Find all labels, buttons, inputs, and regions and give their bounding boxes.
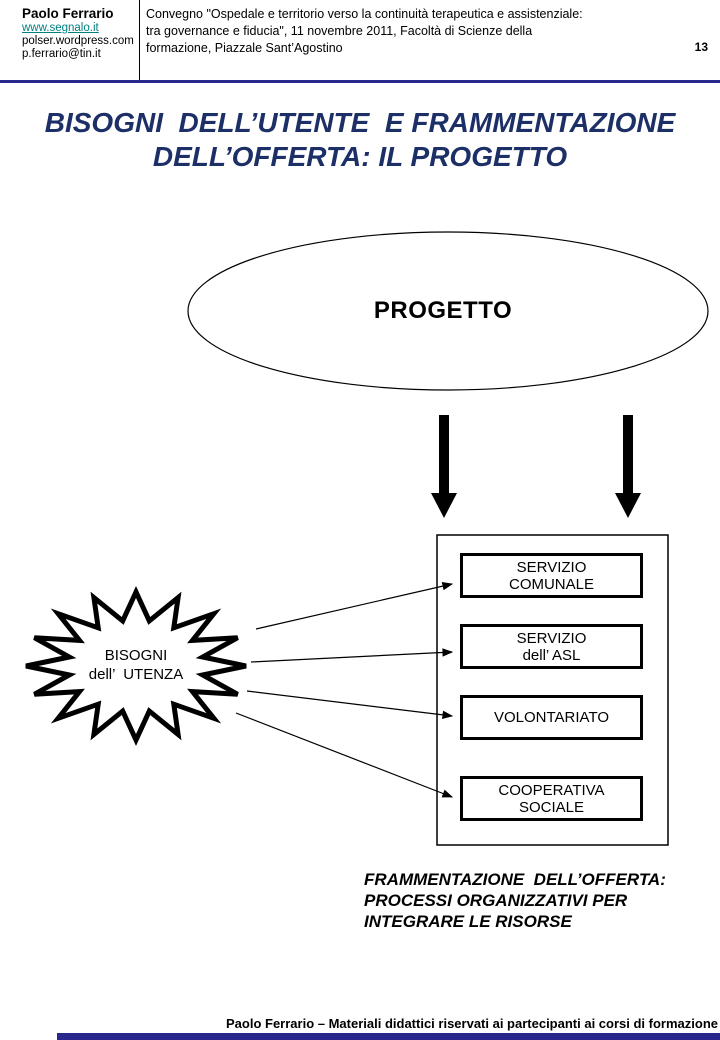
slide-title: BISOGNI DELL’UTENTE E FRAMMENTAZIONE DEL… (0, 106, 720, 174)
bisogni-label-line2: dell’ UTENZA (88, 666, 184, 683)
page-number: 13 (694, 40, 708, 54)
email-text: p.ferrario@tin.it (22, 48, 101, 60)
conference-line: Convegno "Ospedale e territorio verso la… (146, 7, 583, 21)
caption-line: INTEGRARE LE RISORSE (364, 912, 572, 931)
conference-line: formazione, Piazzale Sant’Agostino (146, 41, 343, 55)
bisogni-label-line1: BISOGNI (104, 647, 168, 664)
slide-header: Paolo Ferrario www.segnalo.it polser.wor… (0, 0, 720, 80)
service-box-line: COOPERATIVA (498, 781, 605, 799)
service-box-line: VOLONTARIATO (493, 709, 610, 726)
author-block: Paolo Ferrario www.segnalo.it polser.wor… (0, 0, 140, 80)
progetto-label: PROGETTO (373, 297, 513, 324)
progetto-ellipse (187, 231, 709, 391)
service-box-line: SOCIALE (518, 798, 585, 816)
down-arrow-right (615, 415, 641, 518)
footer-bar (57, 1033, 720, 1040)
starburst-shape (25, 586, 247, 746)
caption-line: FRAMMENTAZIONE DELL’OFFERTA: (364, 870, 666, 889)
service-box-line: SERVIZIO (516, 558, 587, 576)
connector-line-comunale (255, 582, 454, 630)
bisogni-utenza-label: BISOGNI dell’ UTENZA (36, 646, 236, 684)
segnalo-link[interactable]: www.segnalo.it (22, 22, 99, 34)
header-divider-rule (0, 80, 720, 83)
caption-line: PROCESSI ORGANIZZATIVI PER (364, 891, 628, 910)
service-box-line: COMUNALE (508, 575, 594, 593)
wordpress-link: polser.wordpress.com (22, 35, 134, 47)
footer-credit: Paolo Ferrario – Materiali didattici ris… (226, 1016, 718, 1031)
down-arrow-left (431, 415, 457, 518)
slide-title-line2: DELL’OFFERTA: IL PROGETTO (152, 141, 568, 172)
conference-info: Convegno "Ospedale e territorio verso la… (146, 6, 691, 57)
conference-line: tra governance e fiducia", 11 novembre 2… (146, 24, 533, 38)
service-box-cooperativa: COOPERATIVA SOCIALE (460, 776, 643, 821)
service-box-line: SERVIZIO (516, 629, 587, 647)
service-box-asl: SERVIZIO dell’ ASL (460, 624, 643, 669)
frammentazione-caption: FRAMMENTAZIONE DELL’OFFERTA: PROCESSI OR… (364, 869, 666, 932)
connector-line-asl (250, 648, 454, 663)
service-box-line: dell’ ASL (522, 646, 581, 664)
service-box-volontariato: VOLONTARIATO (460, 695, 643, 740)
service-box-comunale: SERVIZIO COMUNALE (460, 553, 643, 598)
connector-line-cooperativa (235, 712, 454, 798)
connector-line-volontariato (246, 690, 454, 720)
slide-title-line1: BISOGNI DELL’UTENTE E FRAMMENTAZIONE (44, 107, 676, 138)
author-name: Paolo Ferrario (22, 6, 114, 21)
